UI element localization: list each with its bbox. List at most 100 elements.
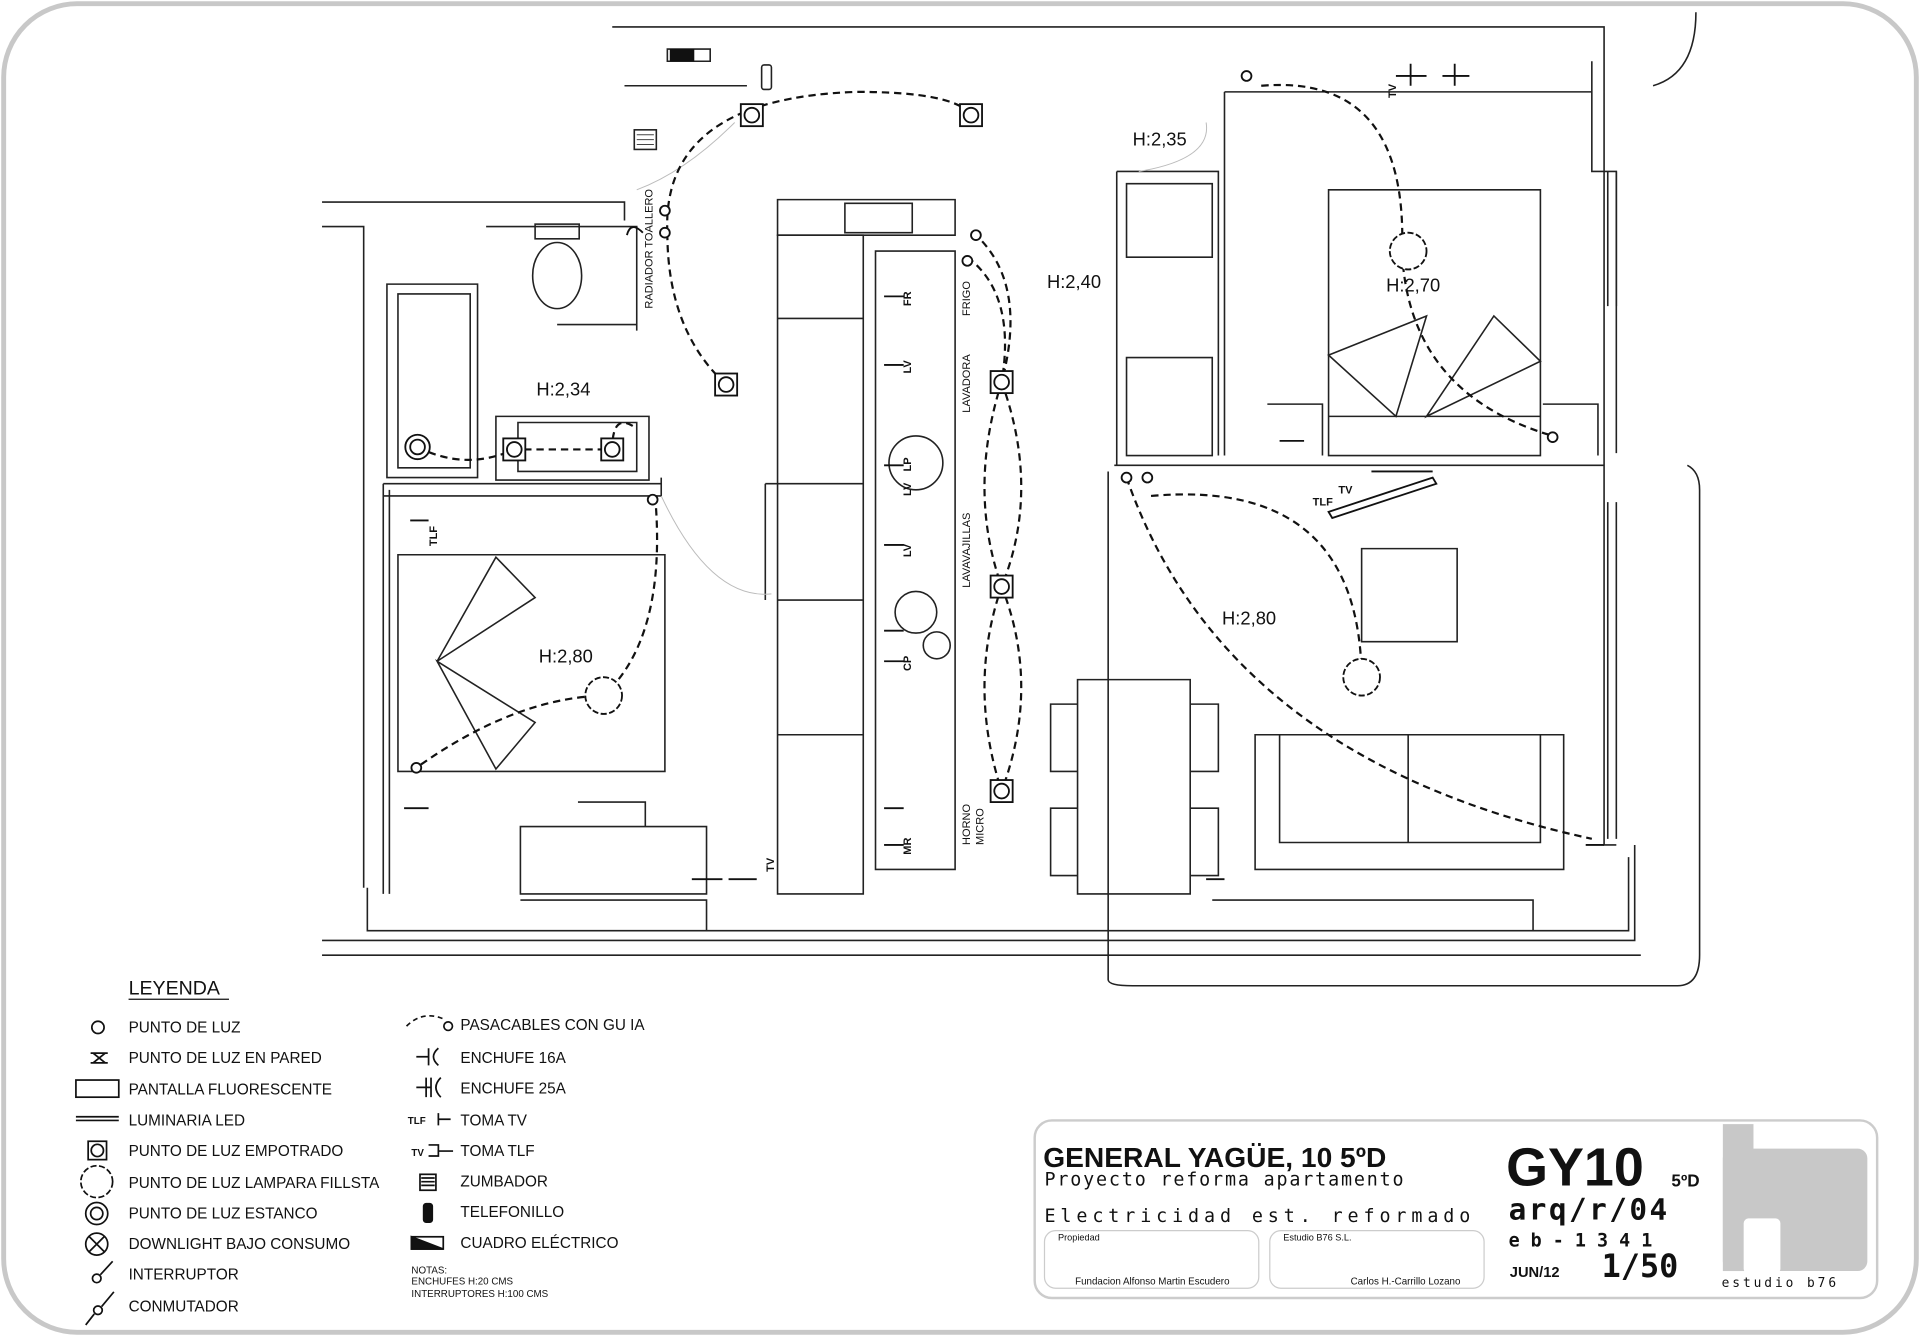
owner-label: Propiedad (1058, 1232, 1100, 1242)
legend-title: LEYENDA (129, 977, 221, 999)
two-way-switch-icon (85, 1291, 115, 1326)
legend-label: ENCHUFE 25A (460, 1081, 566, 1098)
switch-icon (410, 70, 1559, 774)
legend-label: CUADRO ELÉCTRICO (460, 1235, 618, 1252)
drawing-number: e b - 1 3 4 1 (1509, 1231, 1653, 1252)
socket-tag: FR (902, 291, 914, 306)
height-label: H:2,34 (536, 379, 590, 400)
pendant-lamp-icon (1388, 231, 1428, 271)
room-label: LAVADORA (961, 354, 973, 413)
studio-label: Estudio B76 S.L. (1283, 1232, 1351, 1242)
legend-tag: TV (411, 1148, 424, 1159)
title-block: GENERAL YAGÜE, 10 5ºD Proyecto reforma a… (1033, 1119, 1879, 1300)
height-label: H:2,80 (1222, 608, 1276, 629)
project-code-sub: 5ºD (1671, 1171, 1699, 1191)
height-label: H:2,70 (1386, 274, 1440, 295)
notes-line: INTERRUPTORES H:100 CMS (411, 1289, 548, 1300)
legend-label: TELEFONILLO (460, 1204, 564, 1221)
room-label: LAVAVAJILLAS (961, 513, 973, 588)
led-icon (75, 1115, 119, 1122)
studio-brand: estudio b76 (1722, 1276, 1839, 1291)
legend-label: PASACABLES CON GU IA (460, 1017, 645, 1034)
recessed-light-icon (600, 437, 625, 462)
recessed-light-icon (502, 437, 527, 462)
project-code: GY10 (1506, 1137, 1644, 1197)
room-label: RADIADOR TOALLERO (644, 189, 656, 309)
recessed-light-icon (87, 1140, 108, 1161)
height-label: H:2,35 (1133, 129, 1187, 150)
downlight-icon (84, 1232, 109, 1256)
studio-logo: estudio b76 (1722, 1124, 1868, 1291)
socket-tag: TV (1387, 83, 1399, 98)
legend-label: TOMA TV (460, 1112, 527, 1129)
fluorescent-icon (75, 1079, 120, 1099)
recessed-light-icon (989, 779, 1014, 803)
legend: LEYENDA PUNTO DE LUZ PUNTO DE LUZ EN PAR… (75, 977, 645, 1326)
waterproof-light-icon (84, 1201, 109, 1226)
wall-light-icon (90, 1052, 108, 1064)
legend-label: ENCHUFE 16A (460, 1050, 566, 1067)
socket-tag: LP (902, 457, 914, 471)
date: JUN/12 (1510, 1265, 1560, 1281)
socket-25a-icon (416, 1076, 442, 1098)
address: GENERAL YAGÜE, 10 5ºD (1043, 1142, 1386, 1173)
socket-16a-icon (416, 1047, 439, 1066)
scale: 1/50 (1602, 1247, 1679, 1285)
drawing-ref: arq/r/04 (1509, 1193, 1670, 1227)
socket-icons (404, 63, 1605, 881)
socket-tag: TV (1338, 485, 1353, 497)
switch-icon (91, 1260, 114, 1284)
waterproof-light-icon (404, 433, 431, 461)
legend-label: PUNTO DE LUZ ESTANCO (129, 1205, 318, 1222)
socket-tag: MR (902, 838, 914, 855)
owner: Fundacion Alfonso Martin Escudero (1075, 1277, 1230, 1288)
legend-label: PUNTO DE LUZ EMPOTRADO (129, 1143, 344, 1160)
buzzer-icon (419, 1173, 437, 1192)
cable-guide-icon (405, 1014, 444, 1027)
recessed-light-icon (739, 103, 764, 128)
legend-label: TOMA TLF (460, 1143, 534, 1160)
legend-label: DOWNLIGHT BAJO CONSUMO (129, 1236, 351, 1253)
intercom-icon (422, 1202, 434, 1223)
room-label: HORNO (961, 804, 973, 845)
pendant-lamp-icon (79, 1164, 114, 1199)
legend-tag: TLF (408, 1116, 426, 1127)
legend-label: PUNTO DE LUZ LAMPARA FILLSTA (129, 1175, 381, 1192)
legend-label: PANTALLA FLUORESCENTE (129, 1082, 332, 1099)
socket-tag: TLF (1313, 497, 1333, 509)
height-label: H:2,80 (539, 645, 593, 666)
notes-line: ENCHUFES H:20 CMS (411, 1277, 513, 1288)
recessed-light-icon (989, 370, 1014, 395)
socket-tag: CP (902, 656, 914, 671)
project: Proyecto reforma apartamento (1044, 1169, 1405, 1190)
light-point-icon (90, 1020, 105, 1035)
tv-socket-icon (437, 1113, 451, 1126)
room-label: FRIGO (961, 281, 973, 316)
recessed-light-icon (959, 103, 983, 128)
socket-tag: LV (902, 543, 914, 557)
room-label: MICRO (974, 808, 986, 845)
recessed-light-icon (989, 574, 1014, 599)
notes-title: NOTAS: (411, 1266, 447, 1277)
pendant-lamp-icon (1342, 657, 1381, 697)
legend-label: CONMUTADOR (129, 1298, 239, 1315)
architect: Carlos H.-Carrillo Lozano (1351, 1277, 1461, 1288)
legend-label: INTERRUPTOR (129, 1267, 239, 1284)
legend-label: ZUMBADOR (460, 1174, 548, 1191)
socket-tag: LV (902, 360, 914, 374)
tlf-socket-icon (428, 1144, 454, 1157)
recessed-light-icon (714, 372, 739, 397)
electrical-panel-icon (410, 1235, 445, 1250)
height-label: H:2,40 (1047, 271, 1101, 292)
legend-label: PUNTO DE LUZ (129, 1019, 241, 1036)
pendant-lamp-icon (584, 676, 623, 715)
sheet-title: Electricidad est. reformado (1044, 1206, 1475, 1227)
floor-plan-walls (322, 12, 1701, 987)
legend-icons (75, 1014, 454, 1326)
light-points (404, 70, 1559, 803)
socket-tag: LV (902, 482, 914, 496)
socket-tag: TV (765, 857, 777, 872)
cable-routes (415, 83, 1593, 840)
